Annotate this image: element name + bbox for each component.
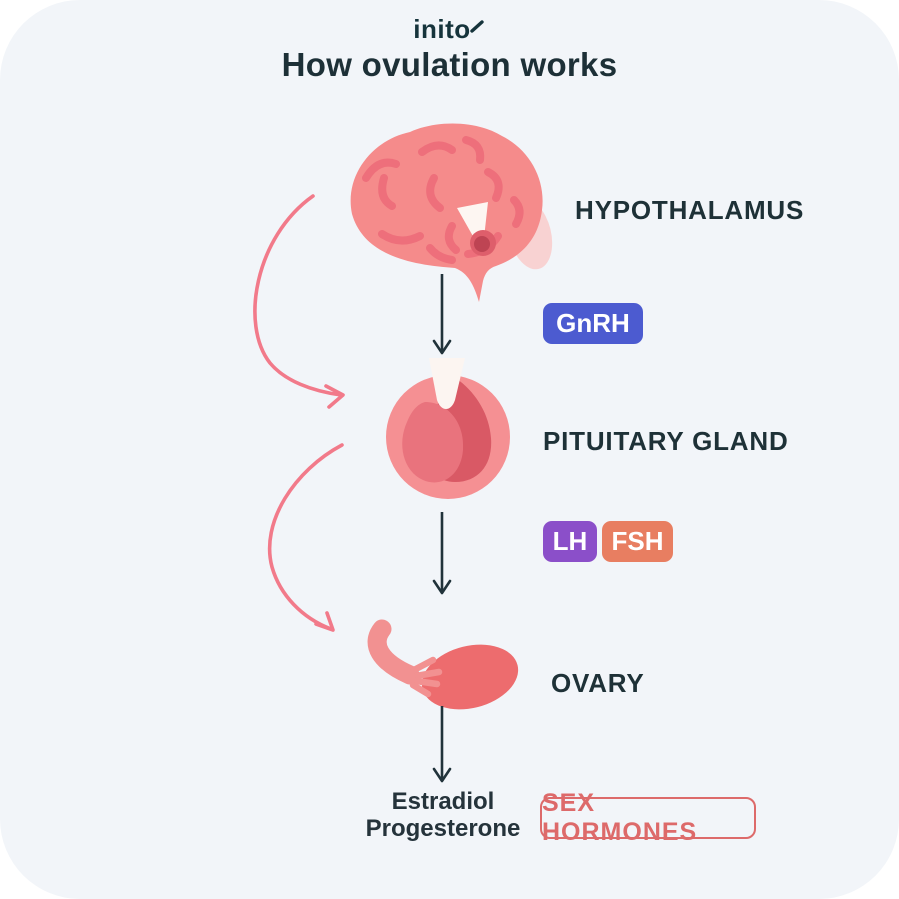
logo-tail-icon [469, 19, 484, 33]
logo-text: init [413, 14, 455, 44]
progesterone-text: Progesterone [365, 815, 521, 842]
curved-feedback-arrow-icon [253, 194, 345, 409]
logo: init o [0, 14, 899, 45]
pituitary-gland-label: PITUITARY GLAND [543, 426, 789, 456]
brain-icon [350, 123, 553, 302]
page-title: How ovulation works [281, 46, 618, 83]
lh-badge: LH [543, 521, 597, 562]
fsh-badge: FSH [602, 521, 673, 562]
logo-o: o [454, 14, 471, 44]
down-arrow-icon [432, 706, 452, 783]
down-arrow-icon [432, 512, 452, 595]
hypothalamus-label: HYPOTHALAMUS [575, 195, 805, 225]
estradiol-text: Estradiol [391, 788, 495, 815]
curved-feedback-arrow-icon [267, 443, 344, 632]
ovary-label: OVARY [551, 668, 645, 698]
output-hormones-text: Estradiol Progesterone [340, 788, 546, 842]
ovary-icon [367, 619, 519, 710]
down-arrow-icon [432, 274, 452, 355]
sex-hormones-badge: SEX HORMONES [540, 789, 756, 846]
gnrh-badge: GnRH [543, 303, 643, 344]
pituitary-icon [386, 358, 510, 499]
